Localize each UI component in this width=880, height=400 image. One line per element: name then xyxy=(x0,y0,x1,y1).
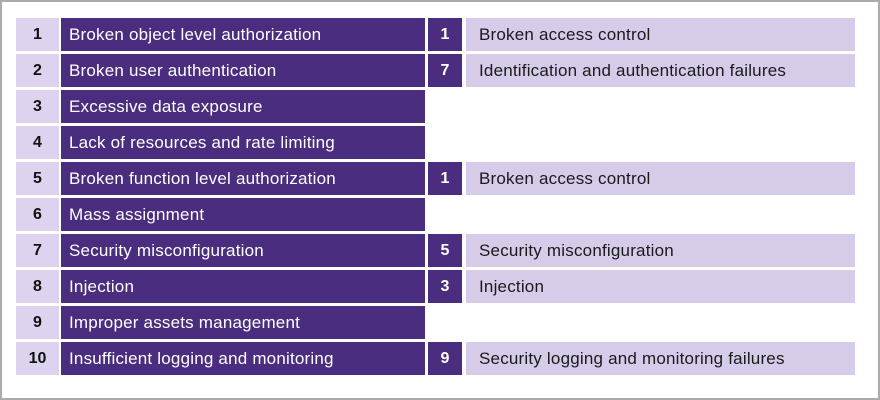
api-rank: 9 xyxy=(16,306,59,339)
owasp-item: Injection xyxy=(466,270,855,303)
api-item: Broken object level authorization xyxy=(61,18,425,51)
mapping-row-6: 6 Mass assignment xyxy=(16,198,878,231)
owasp-rank: 7 xyxy=(428,54,462,87)
mapping-row-1: 1 Broken object level authorization 1 Br… xyxy=(16,18,878,51)
api-rank: 3 xyxy=(16,90,59,123)
mapping-row-8: 8 Injection 3 Injection xyxy=(16,270,878,303)
owasp-rank: 3 xyxy=(428,270,462,303)
api-rank: 8 xyxy=(16,270,59,303)
owasp-item: Broken access control xyxy=(466,18,855,51)
api-rank: 1 xyxy=(16,18,59,51)
api-rank: 6 xyxy=(16,198,59,231)
api-item: Mass assignment xyxy=(61,198,425,231)
owasp-rank: 1 xyxy=(428,18,462,51)
owasp-item: Security logging and monitoring failures xyxy=(466,342,855,375)
mapping-row-9: 9 Improper assets management xyxy=(16,306,878,339)
owasp-item: Broken access control xyxy=(466,162,855,195)
api-item: Injection xyxy=(61,270,425,303)
api-rank: 4 xyxy=(16,126,59,159)
owasp-rank: 1 xyxy=(428,162,462,195)
owasp-item: Security misconfiguration xyxy=(466,234,855,267)
api-item: Broken user authentication xyxy=(61,54,425,87)
api-item: Security misconfiguration xyxy=(61,234,425,267)
owasp-rank: 5 xyxy=(428,234,462,267)
api-rank: 10 xyxy=(16,342,59,375)
api-item: Insufficient logging and monitoring xyxy=(61,342,425,375)
owasp-rank: 9 xyxy=(428,342,462,375)
mapping-row-3: 3 Excessive data exposure xyxy=(16,90,878,123)
mapping-row-4: 4 Lack of resources and rate limiting xyxy=(16,126,878,159)
mapping-row-7: 7 Security misconfiguration 5 Security m… xyxy=(16,234,878,267)
api-rank: 5 xyxy=(16,162,59,195)
mapping-row-5: 5 Broken function level authorization 1 … xyxy=(16,162,878,195)
mapping-row-10: 10 Insufficient logging and monitoring 9… xyxy=(16,342,878,375)
api-item: Lack of resources and rate limiting xyxy=(61,126,425,159)
api-rank: 2 xyxy=(16,54,59,87)
api-item: Improper assets management xyxy=(61,306,425,339)
api-item: Broken function level authorization xyxy=(61,162,425,195)
owasp-item: Identification and authentication failur… xyxy=(466,54,855,87)
mapping-row-2: 2 Broken user authentication 7 Identific… xyxy=(16,54,878,87)
api-item: Excessive data exposure xyxy=(61,90,425,123)
api-rank: 7 xyxy=(16,234,59,267)
